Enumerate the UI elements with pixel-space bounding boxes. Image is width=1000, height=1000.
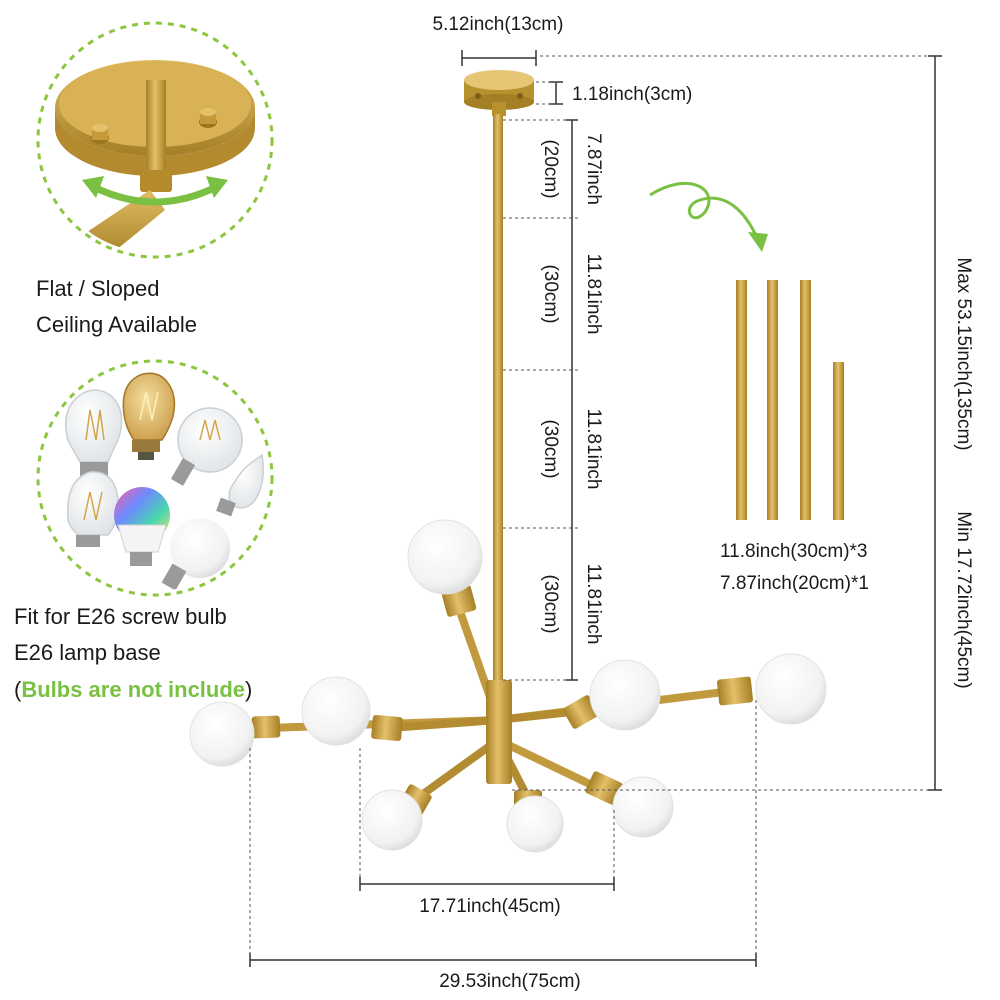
rod-seg4-inch: 11.81inch [583,564,604,645]
rod-seg1-inch: 7.87inch [583,133,604,205]
rods-note-line2: 7.87inch(20cm)*1 [720,573,869,594]
bulb [589,659,661,731]
rod-dimension-line [503,119,580,681]
max-height-label: Max 53.15inch(135cm) [953,257,974,450]
paren-close: ) [245,677,252,702]
tube-bulb-icon [66,471,120,547]
extension-rods-illustration [736,280,844,520]
bulbs-not-included-note: Bulbs are not include [21,677,245,702]
ceiling-detail-callout [36,21,274,259]
rgb-smart-bulb-icon [114,487,170,566]
amber-vintage-bulb-icon [122,372,176,460]
rods-note-line1: 11.8inch(30cm)*3 [720,541,868,562]
bulb-note-line2: E26 lamp base [14,640,161,665]
bulb [301,676,371,746]
bulb-types-callout [36,359,274,597]
bulb [612,776,674,838]
rod-seg2-cm: (30cm) [540,264,561,323]
ceiling-canopy [464,70,534,116]
ceiling-note-line1: Flat / Sloped [36,276,160,301]
canopy-width-line [461,50,537,66]
total-height-line [512,55,942,791]
candle-bulb-icon [216,453,265,517]
bulbs [189,519,827,853]
chandelier-illustration [189,70,827,853]
canopy-height-line [549,81,563,105]
curly-arrow-icon [649,182,760,241]
rotate-arrow-icon [90,182,220,206]
outer-width-label: 29.53inch(75cm) [439,971,581,992]
frosted-globe-bulb-icon [161,518,230,591]
bulb [189,701,255,767]
down-rod [493,114,503,686]
canopy-width-label: 5.12inch(13cm) [433,14,564,35]
rod-seg4-cm: (30cm) [540,574,561,633]
bulb [506,795,564,853]
bulb-note-line1: Fit for E26 screw bulb [14,604,227,629]
canopy-height-label: 1.18inch(3cm) [572,84,692,105]
extension-rod-short [833,362,844,520]
rod-seg2-inch: 11.81inch [583,254,604,335]
inner-width-line [359,748,615,891]
outer-width-line [249,700,757,967]
arrow-head-icon [748,232,768,252]
rod-seg3-inch: 11.81inch [583,409,604,490]
bulb [407,519,483,595]
bulb-note-line3: (Bulbs are not include) [14,677,252,702]
bulb [755,653,827,725]
center-hub [486,680,512,784]
extension-rod [800,280,811,520]
rod-seg1-cm: (20cm) [540,139,561,198]
ceiling-note-line2: Ceiling Available [36,312,197,337]
globe-bulb-icon [170,407,243,486]
inner-width-label: 17.71inch(45cm) [419,896,561,917]
bulb [361,789,423,851]
paren-open: ( [14,677,22,702]
rod-seg3-cm: (30cm) [540,419,561,478]
extension-rod [767,280,778,520]
extension-rod [736,280,747,520]
min-height-label: Min 17.72inch(45cm) [953,511,974,688]
canopy-closeup-icon [55,60,255,253]
